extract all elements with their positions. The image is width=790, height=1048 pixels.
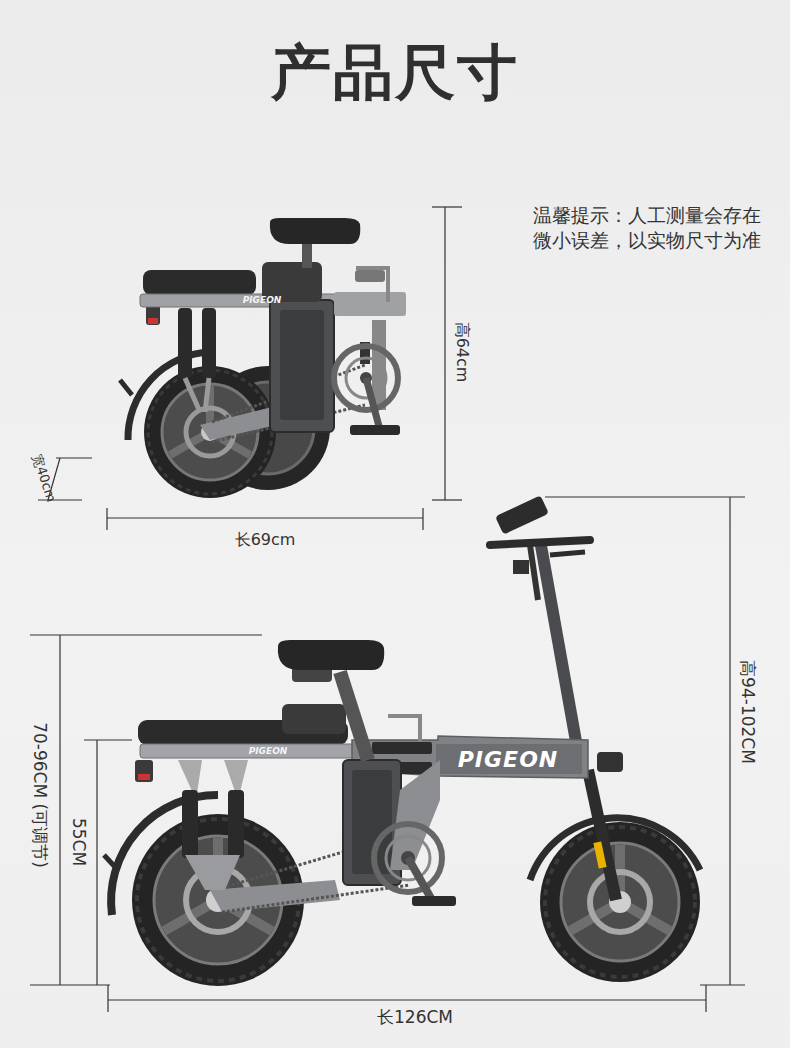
brand-logo: PIGEON: [243, 295, 282, 306]
height-dimension: 高94-102CM: [738, 660, 758, 764]
unfolded-bike-part: [282, 704, 346, 734]
folded-bike-part: [120, 380, 132, 395]
folded-bike-part: [143, 270, 256, 295]
unfolded-bike-part: [222, 885, 410, 912]
dimension-lines-part: [59, 635, 60, 985]
shock-part: [182, 790, 198, 858]
folded-bike-part: [334, 292, 406, 316]
unfolded-bike-part: [490, 540, 590, 545]
unfolded-bike-part: [104, 855, 116, 868]
shock: [178, 308, 216, 412]
dimension-lines-part: [96, 740, 97, 985]
shock: [178, 760, 248, 890]
dimension-lines-part: [84, 739, 132, 740]
dimension-lines-part: [107, 517, 423, 518]
dimension-lines-part: [106, 508, 107, 530]
unfolded-bike-part: [530, 545, 538, 600]
wheel-part: [540, 822, 700, 982]
unfolded-bike-part: [278, 640, 384, 670]
unfolded-bike-part: [550, 552, 585, 555]
unfolded-bike-part: [390, 760, 440, 870]
shock-part: [178, 308, 192, 378]
unfolded-bike-part: [495, 495, 549, 534]
unfolded-bike-part: [388, 716, 420, 742]
folded-bike-part: [146, 305, 160, 325]
chainring-part: [412, 896, 456, 906]
rack-height-dimension: 55CM: [69, 818, 89, 866]
dimension-lines-part: [30, 984, 110, 985]
dimension-lines-part: [432, 206, 462, 207]
dimension-lines-part: [56, 457, 92, 458]
dimension-lines-part: [30, 634, 262, 635]
wheel-part: [561, 843, 679, 961]
chainring-part: [408, 858, 432, 900]
chainring: [374, 824, 456, 906]
dimension-lines-part: [545, 496, 745, 497]
height-dimension: 高64cm: [452, 322, 471, 383]
dimension-lines-part: [729, 497, 730, 985]
wheel: [540, 822, 700, 982]
dimension-lines-part: [705, 985, 706, 1012]
shock-part: [205, 378, 209, 412]
folded-bike-part: [356, 268, 388, 302]
chainring-part: [366, 378, 380, 430]
shock-part: [185, 378, 200, 412]
unfolded-bike-part: [138, 774, 150, 780]
unfolded-bike-part: [513, 560, 529, 574]
dimension-lines: [38, 207, 462, 530]
dimension-lines-part: [700, 984, 745, 985]
dimension-lines-part: [432, 499, 462, 500]
wheel-part: [590, 872, 650, 932]
length-dimension: 长126CM: [377, 1007, 453, 1027]
unfolded-bike-part: [372, 742, 432, 754]
unfolded-bike-part: [436, 744, 582, 774]
shock-part: [228, 790, 244, 858]
unfolded-bike-part: [140, 744, 358, 758]
folded-bike-part: [270, 300, 334, 432]
chainring: [334, 346, 400, 435]
unfolded-bike-part: [593, 841, 606, 868]
unfolded-bike-part: [135, 760, 153, 782]
page-title: 产品尺寸: [271, 36, 519, 108]
dimension-lines-part: [107, 985, 108, 1012]
folded-bike-part: [280, 310, 324, 420]
dimension-lines-part: [108, 999, 706, 1000]
folded-bike-part: [270, 218, 360, 244]
folded-bike: [120, 218, 406, 498]
dimension-lines-part: [444, 207, 445, 500]
shock-part: [185, 855, 240, 890]
dimension-lines-part: [422, 508, 423, 530]
folded-bike-part: [148, 318, 158, 324]
unfolded-bike-part: [597, 752, 623, 772]
seat-height-dimension: 70-96CM (可调节): [30, 722, 50, 868]
chainring-part: [350, 425, 400, 435]
width-dimension: 宽40cm: [29, 452, 59, 504]
unfolded-bike-part: [588, 770, 616, 900]
note: 温馨提示：人工测量会存在 微小误差，以实物尺寸为准: [533, 203, 773, 252]
unfolded-bike-part: [340, 672, 368, 760]
unfolded-bike: [104, 495, 700, 986]
brand-logo: PIGEON: [249, 746, 288, 757]
shock-part: [202, 308, 216, 378]
unfolded-bike-part: [210, 880, 340, 912]
wheel-part: [545, 827, 695, 977]
brand-logo: PIGEON: [458, 747, 559, 773]
dimension-lines: [30, 497, 745, 1012]
length-dimension: 长69cm: [235, 530, 296, 549]
folded-bike-part: [355, 270, 385, 282]
